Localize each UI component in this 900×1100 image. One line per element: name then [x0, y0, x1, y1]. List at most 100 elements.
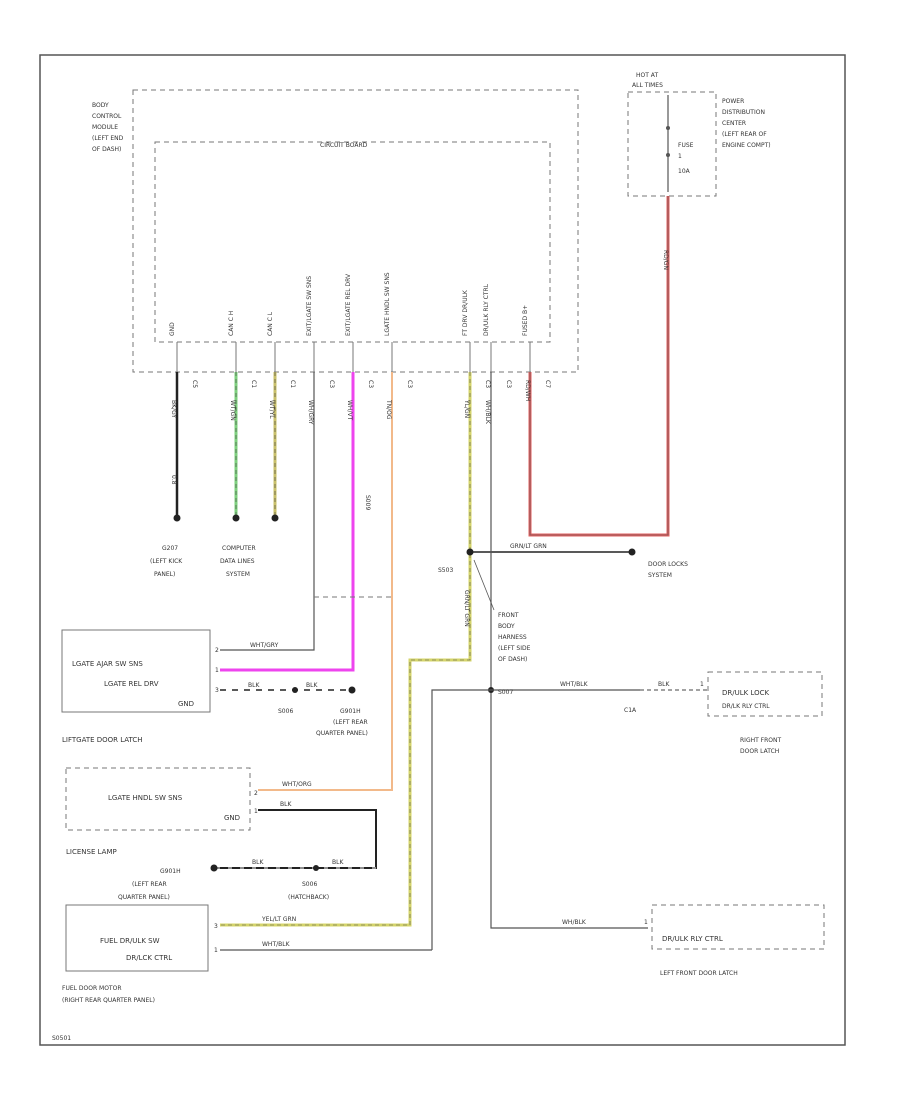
g207-ground: G207 (LEFT KICK PANEL)	[150, 545, 183, 578]
pdc-hot-at: HOT AT	[636, 72, 658, 79]
license-title: LICENSE LAMP	[66, 848, 117, 856]
license-pin-1: 2	[254, 790, 258, 797]
liftgate-release-wire	[220, 372, 355, 672]
liftgate-handle-wire	[258, 372, 393, 791]
bcm-pin-connector: C1	[250, 380, 257, 388]
g207-1: G207	[162, 545, 178, 552]
fuel-pin-1: 3	[214, 923, 218, 930]
liftgate-ajar-wire-color: WH/GRY	[307, 400, 314, 425]
license-lamp: LGATE HNDL SW SNS GND 2 1 LICENSE LAMP	[65, 767, 258, 856]
bcm-pin-label: FT DRV DR/ULK	[462, 289, 469, 336]
bcm-name-1: BODY	[92, 102, 109, 109]
right-door-row: DR/ULK LOCK	[722, 689, 769, 697]
harness-label-1: FRONT	[498, 612, 519, 619]
fuel-unlock-wire-label: YEL/LT GRN	[261, 916, 296, 923]
bcm-pin-connector: C3	[406, 380, 413, 388]
harness-label-2: BODY	[498, 623, 515, 630]
can-l-wire-color: WT/YL	[268, 400, 275, 419]
pdc-name-2: DISTRIBUTION	[722, 109, 765, 116]
hatch-splice-2: (HATCHBACK)	[288, 894, 329, 901]
fuel-lock-wire-label: WHT/BLK	[262, 941, 291, 948]
bcm-pin-connector: C5	[191, 380, 198, 388]
fuel-row-2: DR/LCK CTRL	[126, 954, 172, 962]
left-door-wire-label: WH/BLK	[562, 919, 587, 926]
license-gnd-blk-2: BLK	[252, 859, 264, 866]
front-body-harness: FRONT BODY HARNESS (LEFT SIDE OF DASH)	[473, 559, 531, 663]
door-locks-wire-label: GRN/LT GRN	[510, 543, 547, 550]
pdc-fuse-number: 1	[678, 153, 682, 160]
bcm-name-5: OF DASH)	[92, 146, 121, 153]
pdc-name-1: POWER	[722, 98, 744, 105]
right-front-door-latch: DR/ULK LOCK DR/LK RLY CTRL 1 RIGHT FRONT…	[700, 671, 823, 755]
liftgate-pin-2: 1	[215, 667, 219, 674]
bcm-pin-label: DR/ULK RLY CTRL	[483, 283, 490, 336]
liftgate-title: LIFTGATE DOOR LATCH	[62, 736, 143, 744]
right-door-title-2: DOOR LATCH	[740, 748, 779, 755]
bcm-pin-label: FUSED B+	[522, 305, 529, 336]
hatch-ground-2: (LEFT REAR	[132, 881, 167, 888]
relay-ctrl-wire	[490, 372, 648, 929]
pdc-name-5: ENGINE COMPT)	[722, 142, 771, 149]
bcm-name-2: CONTROL	[92, 113, 122, 120]
left-front-door-latch: DR/ULK RLY CTRL 1 LEFT FRONT DOOR LATCH	[644, 904, 825, 977]
data-dest-1: COMPUTER	[222, 545, 256, 552]
g207-3: PANEL)	[154, 571, 175, 578]
hatch-ground-1: G901H	[160, 868, 181, 875]
computer-data-lines: COMPUTER DATA LINES SYSTEM	[220, 545, 256, 578]
fuel-title-2: (RIGHT REAR QUARTER PANEL)	[62, 997, 155, 1004]
bcm-pin-connector: C3	[505, 380, 512, 388]
splice-s009: S009	[364, 495, 371, 510]
liftgate-handle-wire-color: TN/OG	[385, 399, 392, 420]
bcm-pin-label: LGATE HNDL SW SNS	[384, 272, 391, 336]
bcm-name-3: MODULE	[92, 124, 118, 131]
fuel-title-1: FUEL DOOR MOTOR	[62, 985, 121, 992]
footer-code: S0501	[52, 1035, 71, 1042]
bcm-pin-connector: C3	[328, 380, 335, 388]
liftgate-row-1: LGATE AJAR SW SNS	[72, 660, 143, 668]
liftgate-splice: S006	[278, 708, 293, 715]
liftgate-ajar-sns-wire	[220, 372, 315, 651]
liftgate-ground-1: G901H	[340, 708, 361, 715]
left-door-pin: 1	[644, 919, 648, 926]
bcm-pin-label: CAN C L	[267, 311, 274, 336]
left-door-row: DR/ULK RLY CTRL	[662, 935, 723, 943]
liftgate-pin-1: 2	[215, 647, 219, 654]
splice-s503: S503	[438, 567, 453, 574]
liftgate-release-wire-color: WH/VT	[346, 400, 353, 421]
door-locks-dest-1: DOOR LOCKS	[648, 561, 688, 568]
fuel-pin-2: 1	[214, 947, 218, 954]
right-door-wire-label: WHT/BLK	[560, 681, 589, 688]
right-door-blk: BLK	[658, 681, 670, 688]
relay-ctrl-wire-color: WH/BLK	[484, 400, 491, 425]
data-dest-2: DATA LINES	[220, 558, 255, 565]
license-row-2: GND	[224, 814, 240, 822]
data-dest-3: SYSTEM	[226, 571, 250, 578]
bcm-circuit-board: CIRCUIT BOARD	[320, 142, 368, 149]
fused-wire-color-a: RD/GN	[662, 250, 669, 270]
license-gnd-blk-3: BLK	[332, 859, 344, 866]
right-door-pin: 1	[700, 681, 704, 688]
bcm-pin-label: GND	[169, 322, 176, 336]
license-gnd-blk: BLK	[280, 801, 292, 808]
pdc-fuse-amps: 10A	[678, 168, 691, 175]
bcm-pin-connector: C3	[484, 380, 491, 388]
bcm-pin-connector: C1	[289, 380, 296, 388]
harness-label-4: (LEFT SIDE	[498, 645, 531, 652]
pdc-all-times: ALL TIMES	[632, 82, 663, 89]
liftgate-ground-3: QUARTER PANEL)	[316, 730, 368, 737]
body-control-module: CIRCUIT BOARD BODY CONTROL MODULE (LEFT …	[92, 89, 579, 388]
liftgate-gnd-blk-2: BLK	[306, 682, 318, 689]
liftgate-row-3: GND	[178, 700, 194, 708]
harness-label-3: HARNESS	[498, 634, 527, 641]
ground-wire-size: 0.8	[170, 475, 177, 485]
harness-label-5: OF DASH)	[498, 656, 527, 663]
hatch-ground-3: QUARTER PANEL)	[118, 894, 170, 901]
pdc-name-3: CENTER	[722, 120, 746, 127]
splice-s005: S007	[498, 689, 513, 696]
bcm-name-4: (LEFT END	[92, 135, 124, 142]
unlock-wire-color: YL/GN	[463, 399, 470, 418]
right-door-title-1: RIGHT FRONT	[740, 737, 782, 744]
fused-b-plus-wire	[528, 196, 670, 537]
